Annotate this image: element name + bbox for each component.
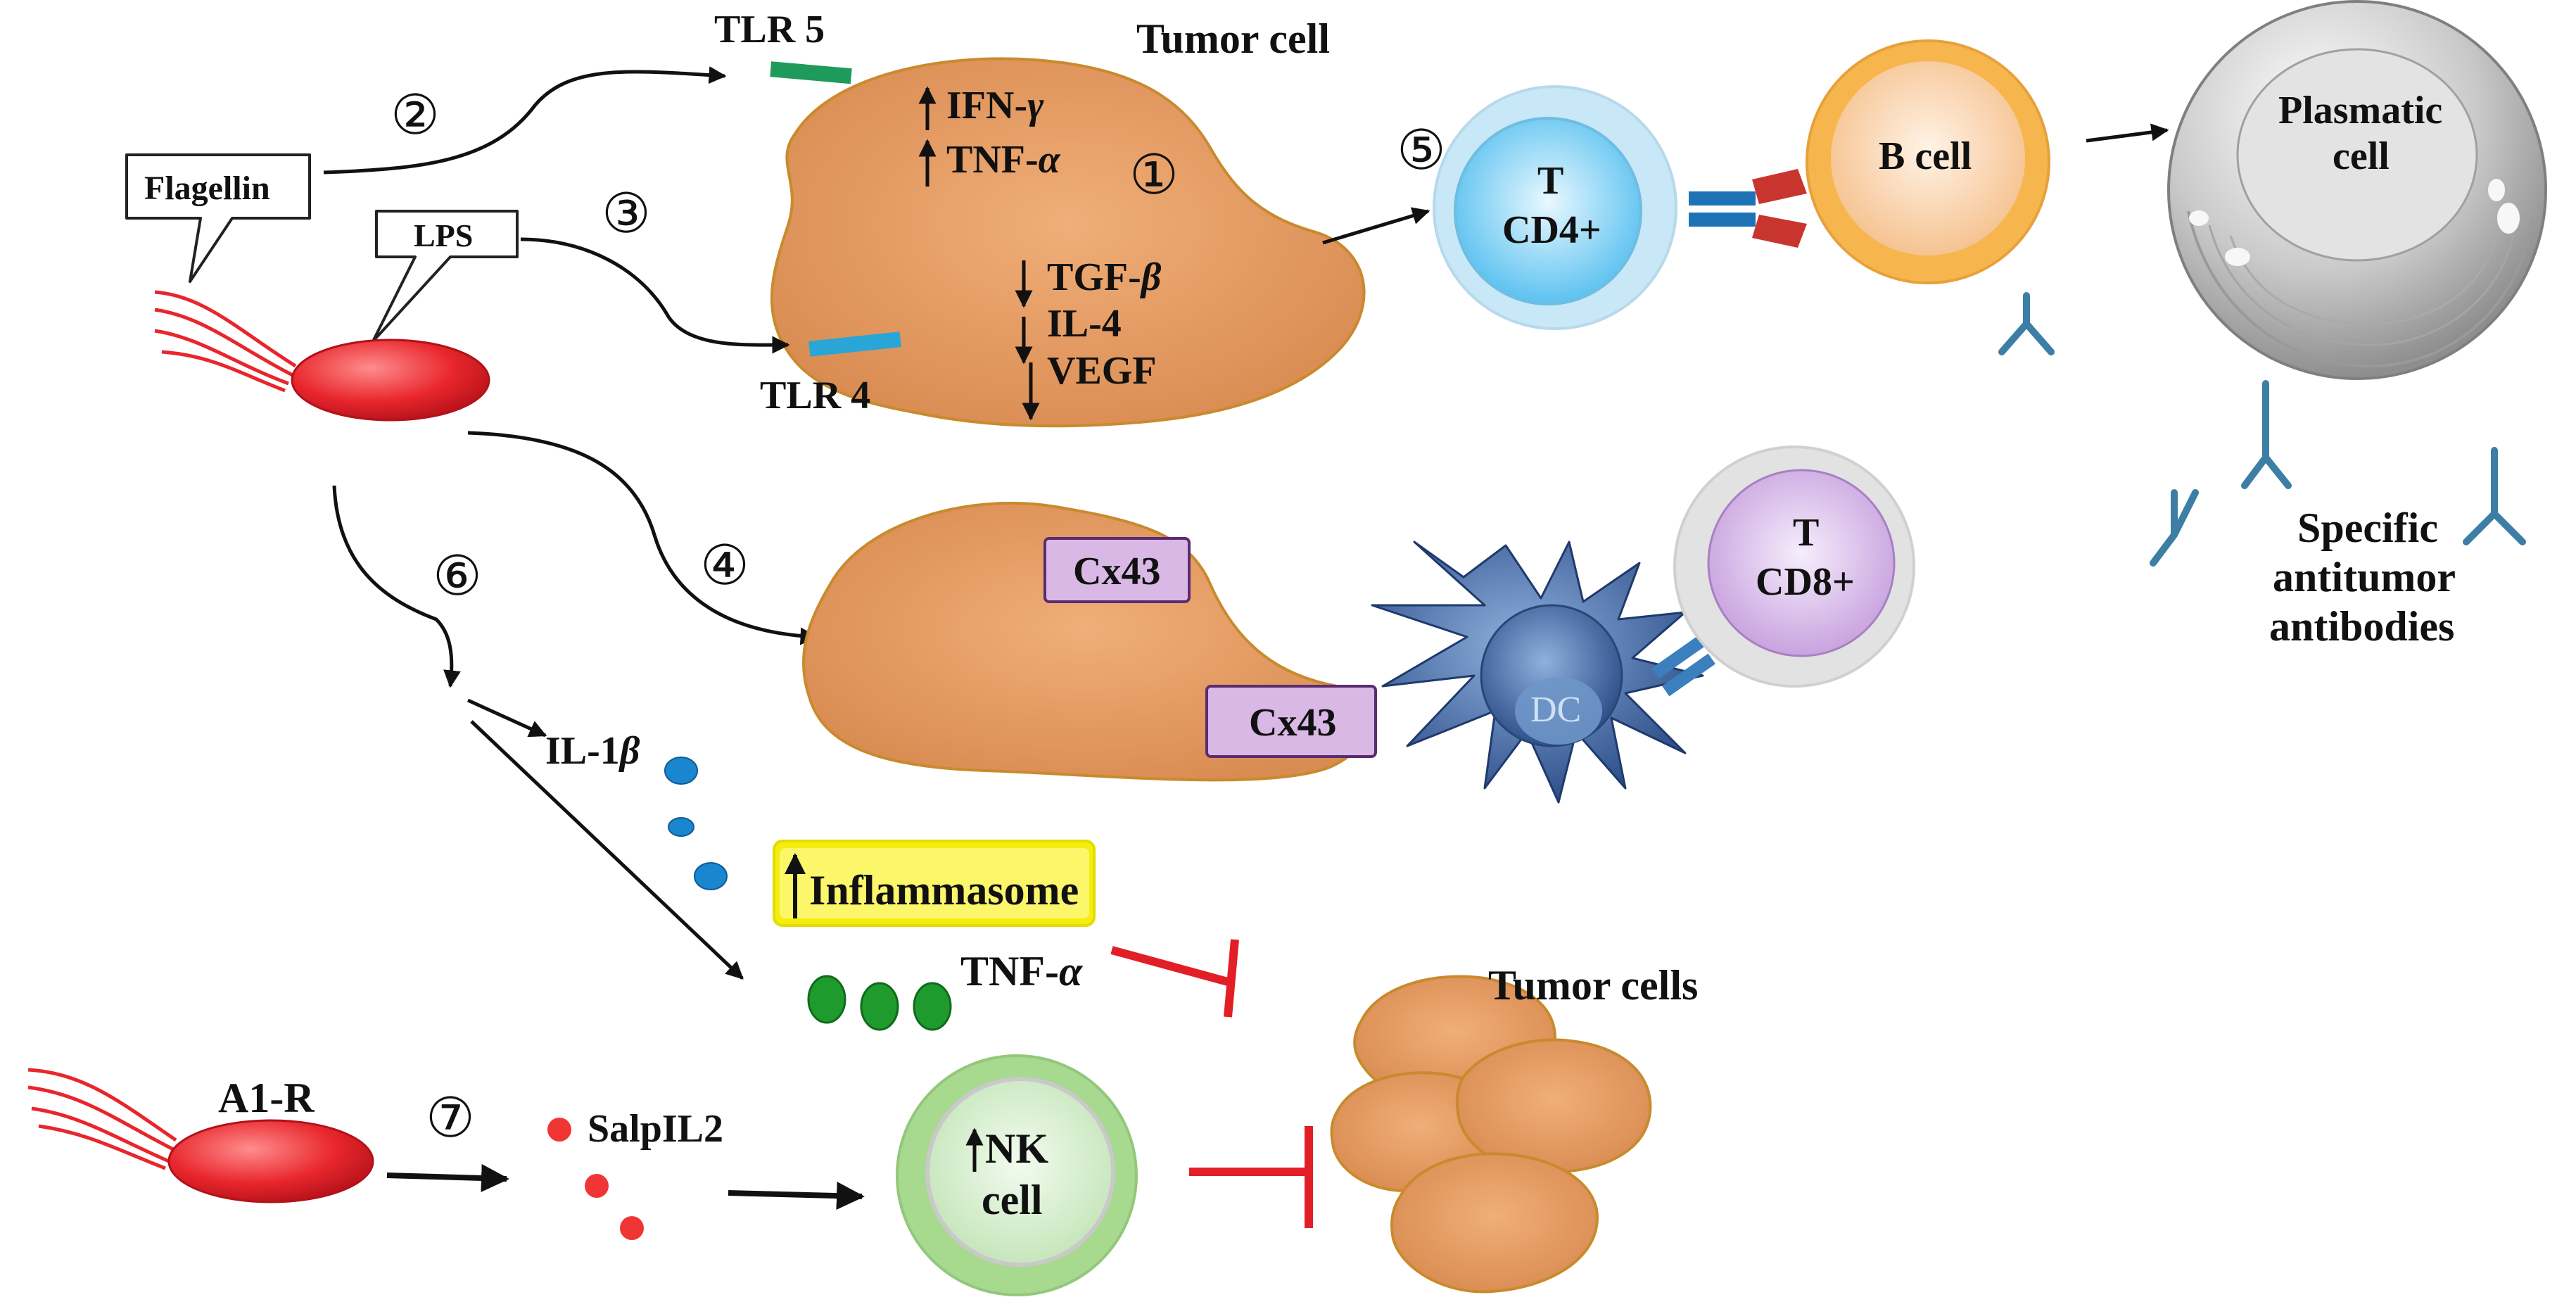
inhibition-nk-icon	[1189, 1126, 1313, 1228]
tumor-cell-middle: Cx43 Cx43	[801, 502, 1377, 782]
b-cell-label: B cell	[1879, 134, 1972, 178]
antibodies-line1: Specific	[2297, 505, 2438, 551]
t-cd8-line1: T	[1793, 511, 1819, 555]
plasmatic-cell: Plasmatic cell	[2167, 0, 2547, 380]
tnf-dot	[807, 975, 846, 1024]
t-cd8-line2: CD8+	[1756, 560, 1855, 604]
salpil2-dot	[620, 1216, 644, 1240]
lps-bubble: LPS	[372, 210, 519, 343]
t-cd4-line2: CD4+	[1502, 208, 1601, 252]
arrow-to-plasmatic	[2086, 123, 2169, 143]
arrow-step-4	[467, 431, 818, 645]
tcr-bcr-synapse	[1689, 169, 1807, 248]
tumor-cell-label: Tumor cell	[1136, 15, 1330, 62]
t-cd4-line1: T	[1537, 159, 1563, 203]
antibodies-line3: antibodies	[2269, 603, 2454, 650]
tnf-dot	[913, 982, 952, 1031]
cx43-top-box	[1043, 537, 1191, 603]
nk-line2: cell	[982, 1177, 1043, 1223]
antibody-icon	[2150, 489, 2199, 567]
arrow-step-2	[323, 66, 727, 175]
vegf-label: VEGF	[1047, 349, 1157, 393]
tnf-dot	[860, 982, 899, 1031]
salpil2-dot	[547, 1118, 571, 1142]
arrow-to-il1	[467, 698, 547, 738]
step-3-marker: ③	[602, 183, 651, 244]
step-6-marker: ⑥	[433, 545, 482, 607]
plasmatic-line2: cell	[2333, 134, 2390, 178]
tnf-alpha-label: TNF-α	[946, 138, 1061, 182]
arrow-step-7	[386, 1163, 509, 1192]
arrow-to-nk	[728, 1182, 865, 1211]
flagellin-bubble: Flagellin	[125, 153, 311, 283]
lps-label: LPS	[414, 217, 473, 253]
step-1-marker: ①	[1129, 144, 1179, 206]
salpil2-label: SalpIL2	[588, 1107, 723, 1151]
dendritic-cell: DC	[1371, 541, 1704, 804]
tlr5-label: TLR 5	[714, 8, 825, 51]
cx43-top-label: Cx43	[1073, 550, 1160, 593]
tnf-alpha-cytokine-label: TNF-α	[960, 948, 1083, 994]
tumor-cells-label: Tumor cells	[1488, 962, 1698, 1009]
step-7-marker: ⑦	[426, 1087, 475, 1149]
flagellin-label: Flagellin	[144, 170, 270, 207]
cx43-bottom-label: Cx43	[1249, 701, 1336, 745]
dc-label: DC	[1530, 690, 1581, 730]
ifn-gamma-label: IFN-γ	[946, 84, 1044, 127]
il1-dot	[668, 817, 694, 837]
t-cd8-cell: T CD8+	[1673, 445, 1915, 688]
il1-beta-label: IL-1β	[545, 729, 640, 773]
arrow-step-5	[1322, 207, 1430, 245]
arrow-to-tnf	[470, 720, 744, 980]
cx43-bottom-box	[1205, 685, 1377, 758]
a1r-label: A1-R	[218, 1075, 315, 1121]
bacterium-top	[154, 290, 490, 422]
b-cell: B cell	[1806, 39, 2050, 284]
il1-dot	[664, 757, 698, 785]
arrow-step-3	[520, 237, 790, 354]
il4-label: IL-4	[1047, 302, 1122, 346]
bacterium-a1r: A1-R	[27, 1068, 374, 1203]
nk-line1: NK	[985, 1125, 1048, 1172]
tlr4-receptor	[808, 331, 901, 357]
nk-cell: NK cell	[896, 1054, 1138, 1296]
plasmatic-line1: Plasmatic	[2278, 89, 2442, 132]
il1-dot	[694, 862, 728, 890]
inflammasome-badge: Inflammasome	[773, 840, 1096, 927]
tgf-beta-label: TGF-β	[1047, 255, 1162, 299]
tcr-cd8-synapse	[1651, 636, 1715, 697]
tumor-cell-main: Tumor cell IFN-γ TNF-α ① TGF-β IL-4 VEGF…	[714, 8, 1366, 428]
inflammasome-label: Inflammasome	[809, 867, 1079, 914]
step-5-marker: ⑤	[1397, 120, 1446, 181]
step-4-marker: ④	[700, 535, 749, 596]
salpil2-dot	[585, 1174, 609, 1198]
inhibition-tnf-icon	[1110, 939, 1239, 1018]
tlr5-receptor	[770, 61, 852, 84]
arrow-step-6	[332, 485, 461, 688]
t-cd4-cell: T CD4+	[1433, 85, 1677, 330]
antibody-icon	[1998, 292, 2055, 355]
tlr4-label: TLR 4	[760, 374, 870, 417]
antibody-icon	[2463, 447, 2526, 545]
antibody-icon	[2241, 380, 2292, 489]
antibodies-line2: antitumor	[2273, 554, 2456, 600]
step-2-marker: ②	[391, 84, 440, 146]
tumor-cells-cluster: Tumor cells	[1330, 962, 1698, 1294]
